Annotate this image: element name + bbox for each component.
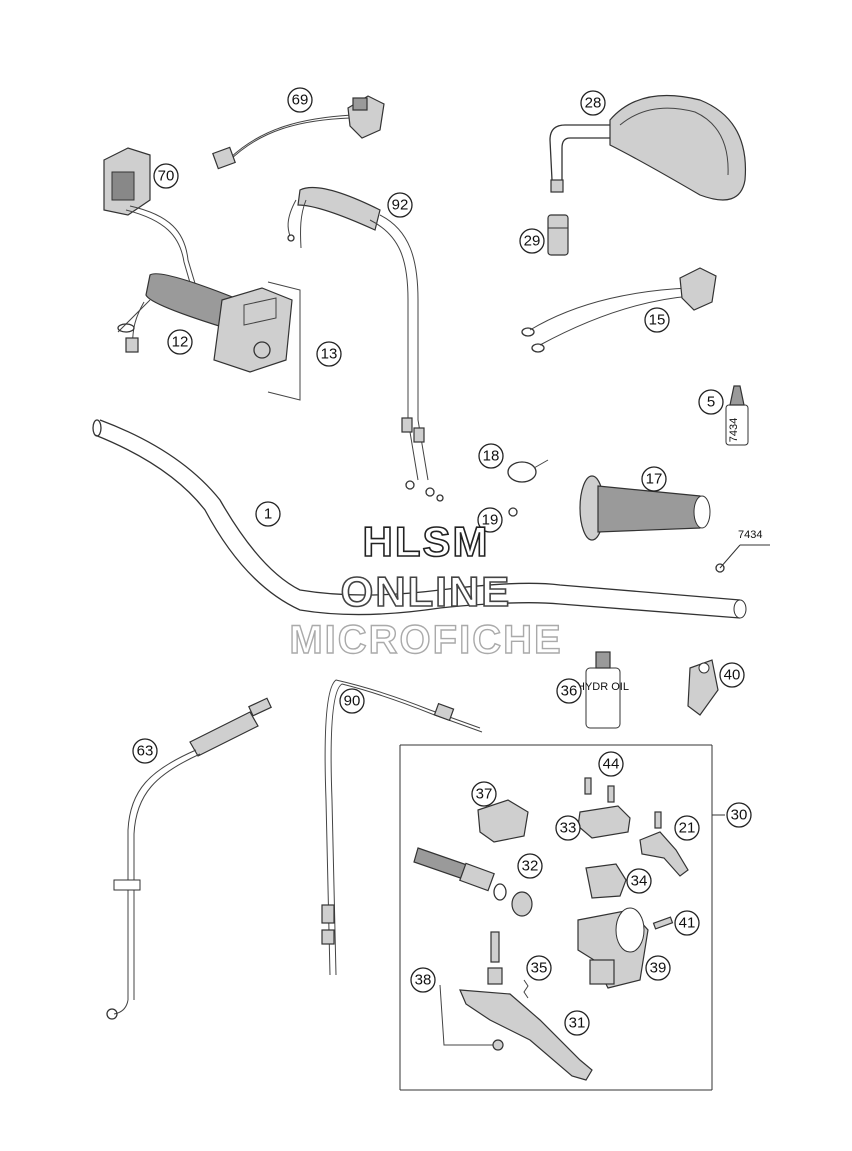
svg-text:63: 63 <box>137 743 154 760</box>
part-37-clamp <box>477 799 529 843</box>
svg-text:36: 36 <box>561 683 578 700</box>
part-12-throttle-grip <box>117 273 241 353</box>
callout-69[interactable]: 69 <box>287 87 313 113</box>
svg-text:90: 90 <box>344 693 361 710</box>
watermark-line2: ONLINE <box>340 567 512 616</box>
callout-70[interactable]: 70 <box>153 163 179 189</box>
svg-text:1: 1 <box>264 506 272 523</box>
callout-15[interactable]: 15 <box>644 307 670 333</box>
svg-text:92: 92 <box>392 197 409 214</box>
part-39-master-cylinder <box>577 907 649 989</box>
callout-30[interactable]: 30 <box>726 802 752 828</box>
callout-39[interactable]: 39 <box>645 955 671 981</box>
part-19-nut <box>508 507 518 517</box>
callout-35[interactable]: 35 <box>526 955 552 981</box>
callout-32[interactable]: 32 <box>517 853 543 879</box>
callout-33[interactable]: 33 <box>555 815 581 841</box>
callout-13[interactable]: 13 <box>316 341 342 367</box>
part-21-lever <box>639 811 689 877</box>
watermark-line1: HLSM <box>362 517 490 566</box>
callout-5[interactable]: 5 <box>698 389 724 415</box>
part-15-switch <box>521 267 717 353</box>
svg-text:34: 34 <box>631 873 648 890</box>
callout-92[interactable]: 92 <box>387 192 413 218</box>
part-7434-pointer: 7434 <box>715 529 770 573</box>
part-5-bottle: 7434 <box>725 385 749 446</box>
callout-18[interactable]: 18 <box>478 443 504 469</box>
callout-36[interactable]: 36 <box>556 678 582 704</box>
callout-28[interactable]: 28 <box>580 90 606 116</box>
part-13-throttle-housing <box>213 281 301 401</box>
part-33-cover <box>577 805 631 839</box>
callouts: 69 70 92 28 29 15 12 13 5 18 17 1 19 40 … <box>132 87 752 1036</box>
svg-text:69: 69 <box>292 92 309 109</box>
callout-38[interactable]: 38 <box>410 967 436 993</box>
part-70-switch-box <box>103 147 201 301</box>
svg-text:38: 38 <box>415 972 432 989</box>
part-18-cable-tie <box>507 459 549 483</box>
svg-text:12: 12 <box>172 334 189 351</box>
part-63-cable <box>106 697 272 1020</box>
part-36-oil-bottle: HYDR OIL <box>577 651 629 729</box>
svg-text:40: 40 <box>724 667 741 684</box>
part-44-screws <box>584 777 615 803</box>
part-69-switch <box>212 95 385 170</box>
callout-63[interactable]: 63 <box>132 738 158 764</box>
svg-text:41: 41 <box>679 915 696 932</box>
part-31-brake-lever <box>459 989 593 1081</box>
bottle-36-label: HYDR OIL <box>577 681 629 693</box>
svg-text:37: 37 <box>476 786 493 803</box>
part-29-mirror-adapter <box>547 214 569 256</box>
callout-37[interactable]: 37 <box>471 781 497 807</box>
part-92-throttle-cables <box>287 186 444 502</box>
svg-text:13: 13 <box>321 346 338 363</box>
callout-12[interactable]: 12 <box>167 329 193 355</box>
brake-assembly-frame <box>399 744 725 1091</box>
svg-text:21: 21 <box>679 820 696 837</box>
part-41-screw <box>652 916 674 930</box>
svg-text:39: 39 <box>650 960 667 977</box>
callout-17[interactable]: 17 <box>641 466 667 492</box>
svg-text:19: 19 <box>482 512 499 529</box>
svg-text:17: 17 <box>646 471 663 488</box>
part-17-grip <box>579 475 711 541</box>
svg-text:28: 28 <box>585 95 602 112</box>
svg-text:30: 30 <box>731 807 748 824</box>
svg-text:18: 18 <box>483 448 500 465</box>
part-34-diaphragm <box>585 863 627 899</box>
part-35-spring <box>523 979 529 999</box>
callout-90[interactable]: 90 <box>339 688 365 714</box>
svg-text:29: 29 <box>524 233 541 250</box>
svg-text:35: 35 <box>531 960 548 977</box>
part-1-handlebar <box>92 419 747 619</box>
part-40-clamp <box>687 659 719 716</box>
callout-34[interactable]: 34 <box>626 868 652 894</box>
callout-21[interactable]: 21 <box>674 815 700 841</box>
svg-text:15: 15 <box>649 312 666 329</box>
callout-41[interactable]: 41 <box>674 910 700 936</box>
bottle-5-label: 7434 <box>728 418 740 442</box>
svg-text:33: 33 <box>560 820 577 837</box>
callout-31[interactable]: 31 <box>564 1010 590 1036</box>
svg-text:44: 44 <box>603 756 620 773</box>
part-90-cable <box>321 679 483 976</box>
part-32-piston <box>413 847 533 917</box>
callout-1[interactable]: 1 <box>255 501 281 527</box>
svg-text:5: 5 <box>707 394 715 411</box>
label-7434: 7434 <box>738 529 762 541</box>
svg-text:31: 31 <box>569 1015 586 1032</box>
svg-text:32: 32 <box>522 858 539 875</box>
part-38-pin <box>439 931 504 1051</box>
callout-19[interactable]: 19 <box>477 507 503 533</box>
callout-44[interactable]: 44 <box>598 751 624 777</box>
svg-text:70: 70 <box>158 168 175 185</box>
part-28-mirror <box>549 94 747 201</box>
callout-29[interactable]: 29 <box>519 228 545 254</box>
callout-40[interactable]: 40 <box>719 662 745 688</box>
watermark-line3: MICROFICHE <box>289 617 563 662</box>
